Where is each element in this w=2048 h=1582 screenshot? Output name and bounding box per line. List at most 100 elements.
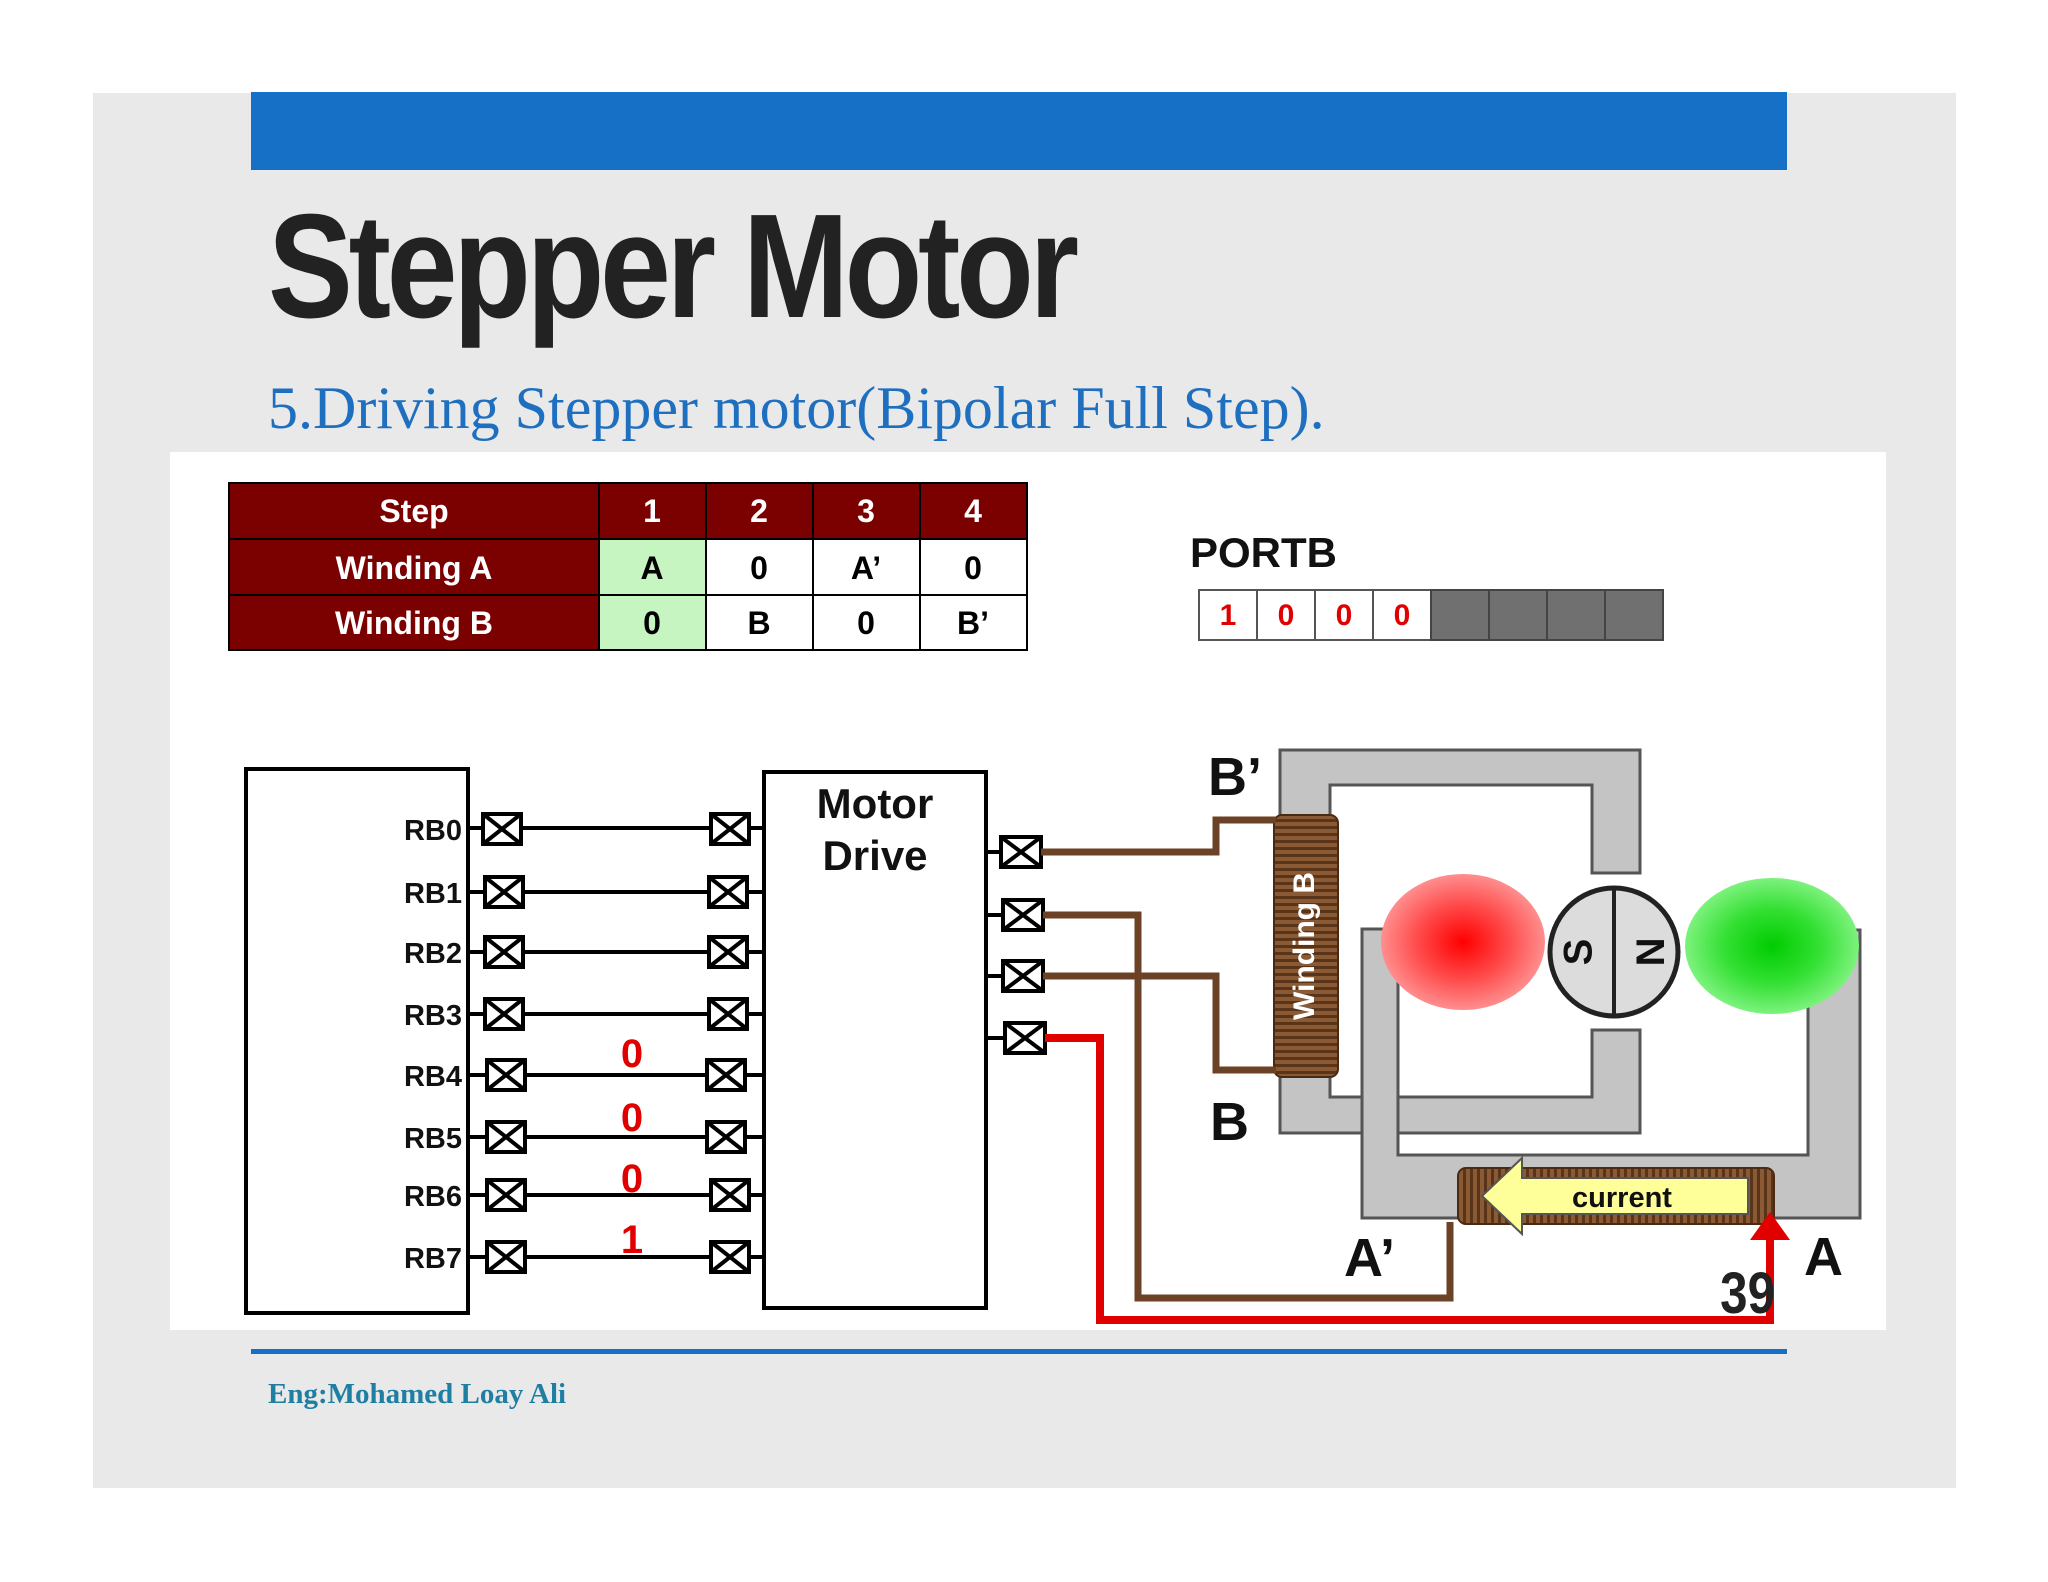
portb-bit-value: 0 bbox=[1394, 599, 1411, 632]
table-cell-a4: 0 bbox=[964, 550, 982, 586]
table-row-label-cell bbox=[228, 594, 600, 651]
title-accent-bar bbox=[251, 92, 1787, 170]
winding-b-coil: Winding B bbox=[1273, 814, 1339, 1078]
table-header-cell bbox=[705, 482, 814, 540]
table-cell bbox=[919, 594, 1028, 651]
table-cell-a2: 0 bbox=[750, 550, 768, 586]
table-cell-a3: A’ bbox=[851, 550, 881, 586]
portb-label: PORTB bbox=[1190, 529, 1337, 576]
slide-title: Stepper Motor bbox=[268, 184, 1079, 349]
pin-value-rb5: 0 bbox=[621, 1096, 643, 1140]
table-cell bbox=[705, 538, 814, 596]
portb-bit-cell bbox=[1256, 589, 1316, 641]
terminal-icon bbox=[483, 875, 525, 909]
portb-bit-cell bbox=[1372, 589, 1432, 641]
table-cell bbox=[812, 538, 921, 596]
terminal-icon bbox=[705, 1058, 747, 1092]
terminal-icon bbox=[1001, 959, 1045, 993]
portb-bit-value: 0 bbox=[1278, 599, 1295, 632]
terminal-icon bbox=[485, 1058, 527, 1092]
wire-b bbox=[1043, 972, 1276, 1074]
author-footer: Eng:Mohamed Loay Ali bbox=[268, 1378, 567, 1410]
table-header-1: 1 bbox=[643, 493, 661, 529]
terminal-icon bbox=[709, 1178, 751, 1212]
stator-b-pole bbox=[1278, 748, 1642, 1135]
terminal-icon bbox=[1001, 898, 1045, 932]
table-cell-b2: B bbox=[747, 605, 770, 641]
portb-bit-cell-unused bbox=[1604, 589, 1664, 641]
current-label: current bbox=[1572, 1182, 1672, 1214]
terminal-icon bbox=[485, 1178, 527, 1212]
terminal-icon bbox=[707, 997, 749, 1031]
rotor-north-label: N bbox=[1627, 938, 1671, 967]
north-pole-glow bbox=[1685, 878, 1859, 1014]
pin-label-rb0: RB0 bbox=[404, 815, 462, 847]
terminal-label-a: A bbox=[1804, 1227, 1843, 1287]
pin-value-rb7: 1 bbox=[621, 1218, 643, 1262]
wire-b-prime bbox=[1041, 816, 1276, 856]
table-header-4: 4 bbox=[964, 493, 982, 529]
portb-bit-value: 1 bbox=[1220, 599, 1237, 632]
terminal-icon bbox=[709, 1240, 751, 1274]
table-cell bbox=[812, 594, 921, 651]
winding-b-label: Winding B bbox=[1288, 872, 1321, 1020]
rotor-south-label: S bbox=[1557, 939, 1601, 966]
terminal-icon bbox=[485, 1240, 527, 1274]
terminal-label-b-prime: B’ bbox=[1208, 747, 1262, 807]
motor-driver-block bbox=[762, 770, 988, 1310]
terminal-label-b: B bbox=[1210, 1092, 1249, 1152]
table-row-winding-a: Winding A bbox=[336, 550, 493, 586]
pin-label-rb4: RB4 bbox=[404, 1061, 462, 1093]
table-cell-a1: A bbox=[640, 550, 663, 586]
terminal-icon bbox=[481, 812, 523, 846]
terminal-icon bbox=[707, 935, 749, 969]
pin-label-rb2: RB2 bbox=[404, 938, 462, 970]
winding-a-coil: current bbox=[1457, 1155, 1775, 1237]
table-header-cell bbox=[228, 482, 600, 540]
terminal-icon bbox=[999, 835, 1043, 869]
portb-bit-cell-unused bbox=[1430, 589, 1490, 641]
pin-label-rb6: RB6 bbox=[404, 1181, 462, 1213]
table-cell bbox=[919, 538, 1028, 596]
driver-label-line1: Motor bbox=[817, 780, 934, 827]
pin-label-rb5: RB5 bbox=[404, 1123, 462, 1155]
microcontroller-block bbox=[244, 767, 470, 1315]
portb-bit-cell-unused bbox=[1546, 589, 1606, 641]
footer-accent-line bbox=[251, 1349, 1787, 1354]
pin-value-rb4: 0 bbox=[621, 1032, 643, 1076]
terminal-icon bbox=[707, 875, 749, 909]
table-row-winding-b: Winding B bbox=[335, 605, 493, 641]
portb-bit-cell-unused bbox=[1488, 589, 1548, 641]
table-header-cell bbox=[812, 482, 921, 540]
south-pole-glow bbox=[1381, 874, 1545, 1010]
rotor: S N bbox=[1547, 885, 1681, 1019]
slide-subtitle: 5.Driving Stepper motor(Bipolar Full Ste… bbox=[268, 375, 1325, 441]
portb-bit-cell bbox=[1314, 589, 1374, 641]
terminal-icon bbox=[705, 1120, 747, 1154]
terminal-label-a-prime: A’ bbox=[1344, 1228, 1395, 1288]
wire-a-active bbox=[1045, 1034, 1774, 1324]
table-cell bbox=[705, 594, 814, 651]
driver-label-line2: Drive bbox=[822, 832, 927, 879]
step-table: Step 1 2 3 4 Winding A A 0 A’ 0 Winding … bbox=[228, 482, 1028, 651]
current-direction-arrow-icon bbox=[1750, 1212, 1790, 1240]
table-header-step: Step bbox=[379, 493, 448, 529]
motor-wires bbox=[1041, 816, 1454, 1302]
portb-bit-value: 0 bbox=[1336, 599, 1353, 632]
pin-label-rb3: RB3 bbox=[404, 1000, 462, 1032]
page-number: 39 bbox=[1720, 1261, 1775, 1326]
terminal-icon bbox=[485, 1120, 527, 1154]
terminal-icon bbox=[483, 935, 525, 969]
terminal-icon bbox=[709, 812, 751, 846]
wire-a-prime bbox=[1043, 911, 1454, 1302]
table-cell-b1: 0 bbox=[643, 605, 661, 641]
table-header-2: 2 bbox=[750, 493, 768, 529]
table-cell-b4: B’ bbox=[957, 605, 989, 641]
table-header-3: 3 bbox=[857, 493, 875, 529]
pin-label-rb7: RB7 bbox=[404, 1243, 462, 1275]
current-arrow-icon bbox=[1480, 1155, 1749, 1237]
terminal-icon bbox=[1003, 1021, 1047, 1055]
table-cell-b3: 0 bbox=[857, 605, 875, 641]
pin-value-rb6: 0 bbox=[621, 1157, 643, 1201]
